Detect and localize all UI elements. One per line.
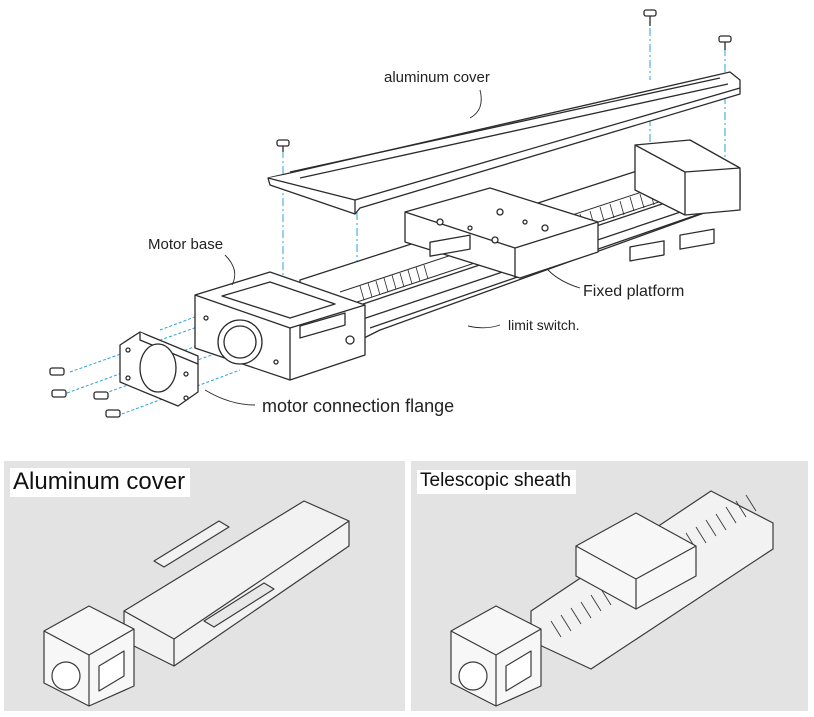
limit-switch-part [429, 228, 715, 262]
aluminum-cover-part [267, 71, 741, 215]
label-aluminum-cover: aluminum cover [384, 69, 490, 86]
fixed-platform-part [404, 187, 599, 279]
screw-top-2 [718, 35, 732, 50]
label-fixed-platform: Fixed platform [583, 283, 685, 300]
end-bearing-block [634, 139, 741, 216]
telescopic-sheath-render [450, 490, 774, 707]
panel-telescopic-sheath: Telescopic sheath [411, 461, 808, 711]
panel-title-telescopic-sheath: Telescopic sheath [417, 470, 577, 494]
panel-title-aluminum-cover: Aluminum cover [10, 468, 191, 498]
flange-screws [49, 367, 121, 418]
exploded-assembly-diagram [49, 9, 741, 418]
label-limit-switch: limit switch. [508, 317, 580, 333]
motor-flange-part [119, 331, 199, 407]
aluminum-cover-render [43, 500, 350, 707]
callout-leader-lines [204, 89, 581, 406]
panel-aluminum-cover: Aluminum cover [4, 461, 405, 711]
screw-top-3 [276, 139, 290, 152]
label-motor-connection-flange: motor connection flange [262, 396, 455, 416]
label-motor-base: Motor base [148, 236, 224, 253]
screw-top-1 [643, 9, 657, 26]
motor-base-part [194, 271, 366, 381]
